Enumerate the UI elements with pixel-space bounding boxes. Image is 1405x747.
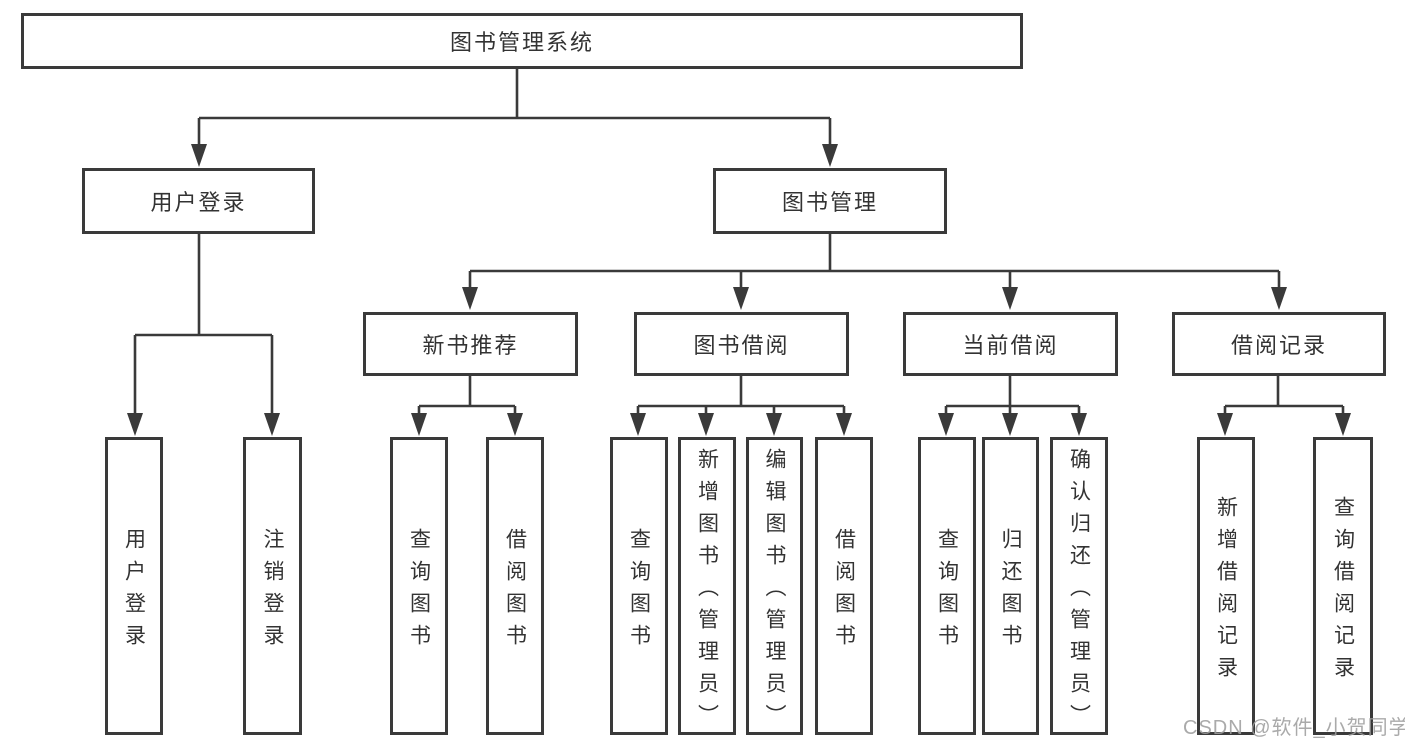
- arrowheads: [127, 144, 1351, 436]
- leaf-logout-label: 注销登录: [261, 527, 284, 656]
- leaf-add-book-admin: 新增图书（管理员）: [678, 437, 736, 736]
- leaf-user-login-label: 用户登录: [122, 527, 146, 656]
- node-current-borrow-label: 当前借阅: [962, 333, 1059, 358]
- node-book-management-label: 图书管理: [781, 190, 878, 215]
- leaf-borrow-query-book: 查询图书: [610, 437, 668, 735]
- leaf-edit-book-admin-label: 编辑图书（管理员）: [763, 447, 786, 736]
- leaf-query-borrow-record-label: 查询借阅记录: [1331, 495, 1355, 688]
- node-root-system: 图书管理系统: [21, 13, 1023, 69]
- leaf-recommend-query-book: 查询图书: [390, 437, 448, 735]
- leaf-confirm-return-admin-label: 确认归还（管理员）: [1067, 447, 1091, 736]
- leaf-return-book-label: 归还图书: [999, 527, 1022, 656]
- leaf-edit-book-admin: 编辑图书（管理员）: [746, 437, 803, 736]
- leaf-current-query-book: 查询图书: [918, 437, 976, 735]
- leaf-return-book: 归还图书: [982, 437, 1039, 735]
- node-book-borrow: 图书借阅: [634, 312, 849, 376]
- leaf-logout: 注销登录: [243, 437, 302, 735]
- leaf-recommend-query-book-label: 查询图书: [407, 527, 431, 656]
- leaf-borrow-book: 借阅图书: [815, 437, 873, 735]
- node-new-book-recommend-label: 新书推荐: [422, 333, 519, 358]
- leaf-confirm-return-admin: 确认归还（管理员）: [1050, 437, 1108, 736]
- node-borrow-record-label: 借阅记录: [1230, 333, 1327, 358]
- node-new-book-recommend: 新书推荐: [363, 312, 578, 376]
- leaf-recommend-borrow-book-label: 借阅图书: [503, 527, 527, 656]
- leaf-add-book-admin-label: 新增图书（管理员）: [695, 447, 719, 736]
- node-book-borrow-label: 图书借阅: [693, 333, 790, 358]
- leaf-add-borrow-record: 新增借阅记录: [1197, 437, 1255, 735]
- node-user-login: 用户登录: [82, 168, 315, 234]
- leaf-user-login: 用户登录: [105, 437, 163, 735]
- leaf-add-borrow-record-label: 新增借阅记录: [1214, 495, 1238, 688]
- node-root-label: 图书管理系统: [449, 30, 594, 55]
- leaf-recommend-borrow-book: 借阅图书: [486, 437, 544, 735]
- node-user-login-label: 用户登录: [150, 190, 247, 215]
- node-borrow-record: 借阅记录: [1172, 312, 1386, 376]
- node-book-management: 图书管理: [713, 168, 947, 234]
- leaf-borrow-query-book-label: 查询图书: [627, 527, 651, 656]
- node-current-borrow: 当前借阅: [903, 312, 1118, 376]
- leaf-borrow-book-label: 借阅图书: [832, 527, 856, 656]
- csdn-watermark: CSDN @软件_小贺同学: [1183, 717, 1405, 739]
- leaf-query-borrow-record: 查询借阅记录: [1313, 437, 1373, 735]
- leaf-current-query-book-label: 查询图书: [935, 527, 959, 656]
